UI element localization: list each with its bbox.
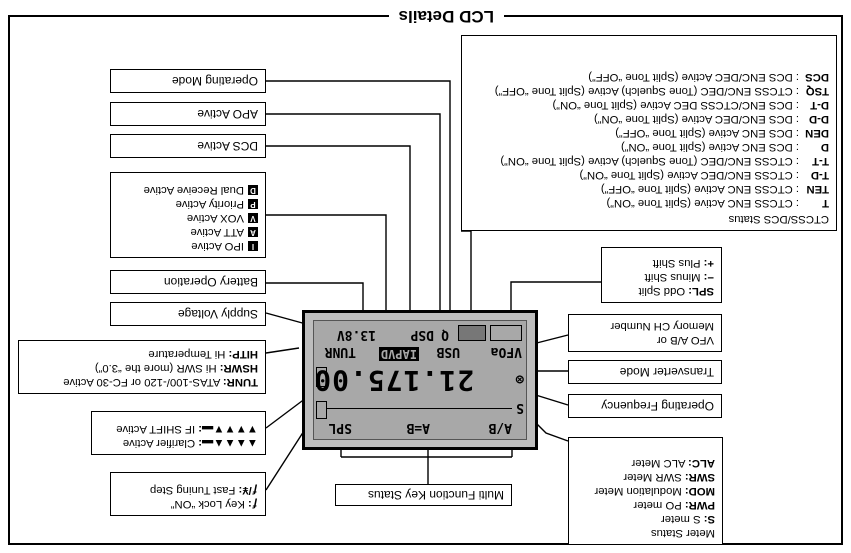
ctcss-item: DEN: DCS ENC Active (Split Tone “OFF”) [615, 127, 829, 139]
fast-tuning-box: ƒ: Key Lock “ON” ƒ/¥: Fast Tuning Step [110, 472, 266, 516]
lcd-screen: A/B A=B SPL S ⊗ 21.175.00 VFOa USB IAPVD… [313, 320, 527, 440]
ctcss-item: D-D: DCS ENC/DEC Active (Split Tone “ON”… [593, 113, 829, 125]
dcs-active-label: DCS Active [110, 134, 266, 158]
receive-item: DDual Receive Active [118, 183, 258, 197]
ctcss-item: T: CTCSS ENC Active (Split Tone “ON”) [606, 197, 829, 209]
transverter-mode-label: Transverter Mode [568, 360, 722, 384]
tuner-item: HITP: Hi Temperature [148, 348, 258, 360]
apo-active-label: APO Active [110, 102, 266, 126]
meter-item: SWR: SWR Meter [623, 471, 715, 483]
transverter-icon: ⊗ [515, 371, 524, 387]
clarifier-item: ▼▼▼▼▬: IF SHIFT Active [116, 423, 258, 435]
ctcss-item: D-T: DCS ENC/CTCSS DEC Active (Split Ton… [552, 99, 830, 111]
dsp-indicator: DSP [410, 327, 434, 342]
receive-item: IIPO Active [118, 239, 258, 253]
ctcss-item: D: DCS ENC Active (Split Tone “ON”) [620, 141, 829, 153]
battery-operation-label: Battery Operation [110, 270, 266, 294]
tuner-item: HSWR: Hi SWR (more the “3.0”) [94, 362, 258, 374]
supply-voltage-label: Supply Voltage [110, 302, 266, 326]
mf-b-indicator: A=B [406, 420, 430, 435]
meter-item: ALC: ALC Meter [631, 457, 716, 469]
split-box-callout: SPL: Odd Split −: Minus Shift +: Plus Sh… [601, 247, 722, 303]
tuner-indicator: TUNR [324, 344, 356, 359]
split-item: SPL: Odd Split [638, 285, 714, 297]
meter-bar [326, 404, 512, 409]
tuner-item: TUNR: ATAS-100/-120 or FC-30 Active [63, 376, 258, 388]
fast-tuning-item: ƒ: Key Lock “ON” [170, 498, 258, 510]
meter-status-box: Meter Status S: S meter PWR: PO meter MO… [568, 437, 723, 545]
memory-ch-box: VFO A/B or Memory CH Number [568, 314, 722, 352]
apo-icon: Q [441, 327, 449, 342]
lcd-panel: A/B A=B SPL S ⊗ 21.175.00 VFOa USB IAPVD… [302, 310, 538, 450]
freq-side-box [316, 367, 327, 387]
tuner-status-box: TUNR: ATAS-100/-120 or FC-30 Active HSWR… [18, 340, 266, 394]
fast-tuning-item: ƒ/¥: Fast Tuning Step [149, 484, 258, 496]
voltage-readout: 13.8V [336, 327, 376, 342]
s-meter-label: S [516, 400, 524, 415]
operating-mode-label: Operating Mode [110, 69, 266, 93]
mf-c-indicator: SPL [328, 420, 352, 435]
receive-item: AATT Active [118, 225, 258, 239]
ctcss-item: DCS: DCS ENC/DEC Active (Split Tone “OFF… [588, 71, 829, 83]
meter-item: MOD: Modulation Meter [594, 485, 715, 497]
memory-ch-line2: Memory CH Number [610, 320, 714, 332]
mf-a-indicator: A/B [488, 420, 512, 435]
meter-item: S: S meter [661, 513, 715, 525]
frequency-readout: 21.175.00 [313, 364, 474, 397]
multi-function-key-label: Multi Function Key Status [335, 484, 512, 506]
clarifier-box: ▲▲▲▲▬: Clarifier Active ▼▼▼▼▬: IF SHIFT … [91, 411, 266, 455]
ipo-att-vox-block: IAPVD [378, 347, 419, 361]
operating-frequency-label: Operating Frequency [568, 394, 722, 418]
receive-status-box: IIPO Active AATT Active VVOX Active PPri… [110, 172, 266, 258]
memory-ch-line1: VFO A/B or [656, 334, 714, 346]
vfo-indicator: VFOa [490, 344, 522, 359]
ctcss-item: T-T: CTCSS ENC/DEC (Tone Squelch) Active… [500, 155, 829, 167]
ctcss-box [458, 325, 486, 341]
ctcss-item: TEN: CTCSS ENC Active (Split Tone “OFF”) [600, 183, 829, 195]
mode-indicator: USB [436, 344, 460, 359]
split-item: +: Plus Shift [652, 257, 714, 269]
receive-item: PPriority Active [118, 197, 258, 211]
ctcss-status-box: CTCSS/DCS Status T: CTCSS ENC Active (Sp… [461, 35, 837, 231]
clarifier-item: ▲▲▲▲▬: Clarifier Active [122, 437, 258, 449]
meter-status-heading: Meter Status [650, 527, 715, 539]
ctcss-item: T-D: CTCSS ENC/DEC Active (Split Tone “O… [579, 169, 830, 181]
receive-item: VVOX Active [118, 211, 258, 225]
meter-box [316, 401, 327, 419]
meter-item: PWR: PO meter [633, 499, 715, 511]
diagram-title: LCD Details [388, 6, 504, 26]
ctcss-heading: CTCSS/DCS Status [728, 213, 829, 225]
split-box [490, 325, 522, 341]
ctcss-item: TSQ: CTCSS ENC/DEC (Tone Squelch) Active… [494, 85, 829, 97]
split-item: −: Minus Shift [644, 271, 714, 283]
